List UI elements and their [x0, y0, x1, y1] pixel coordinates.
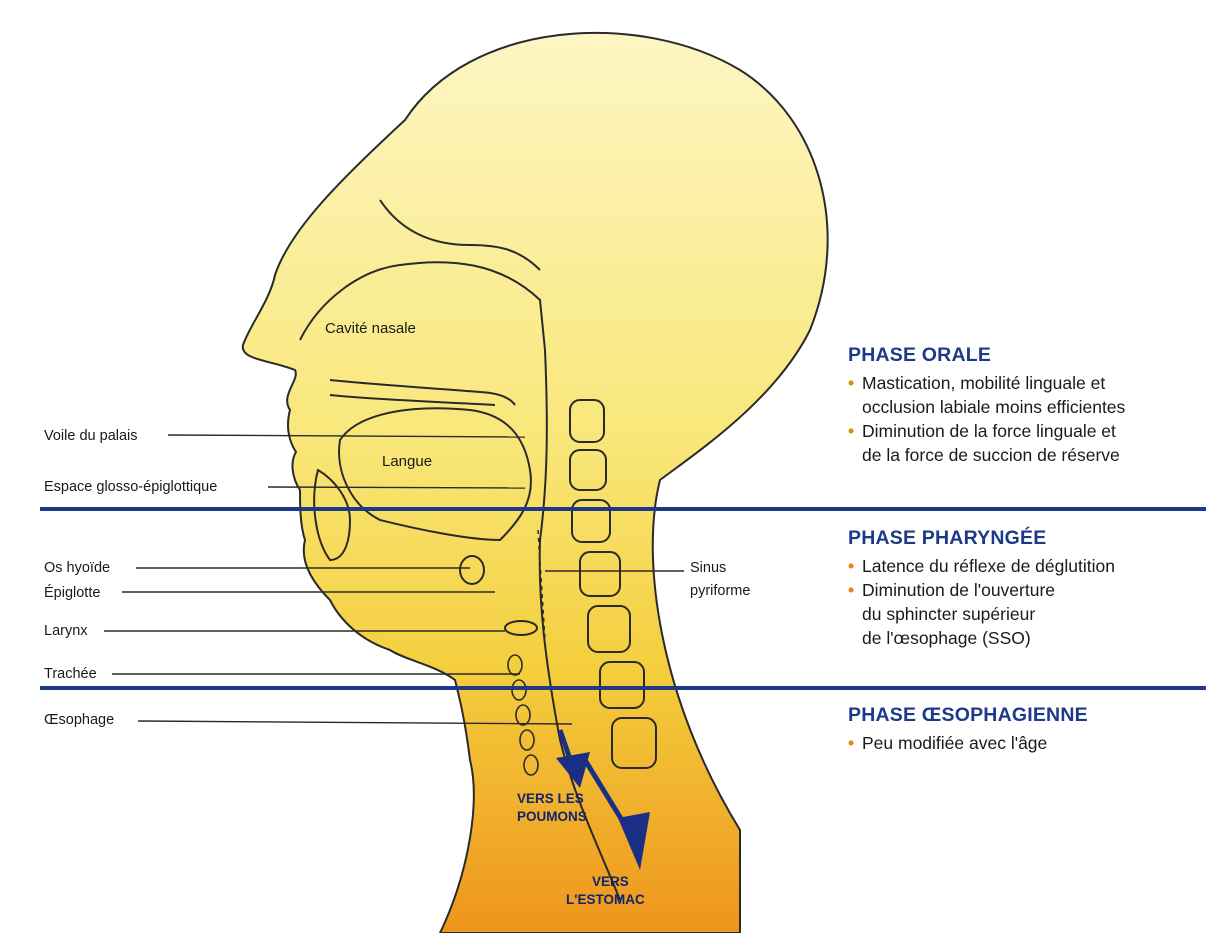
list-item-text: Diminution de l'ouverture du sphincter s…	[862, 580, 1055, 648]
label-to-lungs-1: VERS LES	[517, 791, 584, 806]
bullet-icon: •	[848, 419, 854, 443]
label-to-stomach-1: VERS	[592, 874, 629, 889]
label-soft-palate: Voile du palais	[44, 428, 138, 444]
phase-esophageal-title: PHASE ŒSOPHAGIENNE	[848, 704, 1206, 727]
phase-pharyngeal-list: • Latence du réflexe de déglutition • Dimi…	[848, 554, 1206, 650]
phase-pharyngeal: PHASE PHARYNGÉE • Latence du réflexe de d…	[848, 527, 1206, 650]
list-item: • Diminution de l'ouverture du sphincter …	[848, 578, 1206, 650]
bullet-icon: •	[848, 578, 854, 602]
bullet-icon: •	[848, 731, 854, 755]
phase-esophageal-list: • Peu modifiée avec l'âge	[848, 731, 1206, 755]
list-item: • Peu modifiée avec l'âge	[848, 731, 1206, 755]
phase-oral-title: PHASE ORALE	[848, 344, 1206, 367]
label-to-stomach-2: L'ESTOMAC	[566, 892, 645, 907]
label-tongue: Langue	[382, 453, 432, 470]
label-epiglottis: Épiglotte	[44, 584, 100, 601]
label-trachea: Trachée	[44, 666, 97, 682]
label-piriform-sinus-2: pyriforme	[690, 583, 750, 599]
bullet-icon: •	[848, 371, 854, 395]
list-item: • Diminution de la force linguale et de l…	[848, 419, 1206, 467]
phase-pharyngeal-title: PHASE PHARYNGÉE	[848, 527, 1206, 550]
phase-esophageal: PHASE ŒSOPHAGIENNE • Peu modifiée avec l'…	[848, 704, 1206, 755]
label-nasal-cavity: Cavité nasale	[325, 320, 416, 337]
label-larynx: Larynx	[44, 623, 88, 639]
phase-oral: PHASE ORALE • Mastication, mobilité lingu…	[848, 344, 1206, 467]
list-item-text: Latence du réflexe de déglutition	[862, 556, 1115, 576]
list-item: • Mastication, mobilité linguale et occlu…	[848, 371, 1206, 419]
label-hyoid-bone: Os hyoïde	[44, 560, 110, 576]
label-to-lungs-2: POUMONS	[517, 809, 587, 824]
label-glosso-epiglottic-space: Espace glosso-épiglottique	[44, 479, 217, 495]
bullet-icon: •	[848, 554, 854, 578]
list-item-text: Mastication, mobilité linguale et occlus…	[862, 373, 1125, 417]
list-item-text: Diminution de la force linguale et de la…	[862, 421, 1120, 465]
phase-oral-list: • Mastication, mobilité linguale et occlu…	[848, 371, 1206, 467]
label-piriform-sinus-1: Sinus	[690, 560, 726, 576]
list-item: • Latence du réflexe de déglutition	[848, 554, 1206, 578]
label-esophagus: Œsophage	[44, 712, 114, 728]
list-item-text: Peu modifiée avec l'âge	[862, 733, 1047, 753]
